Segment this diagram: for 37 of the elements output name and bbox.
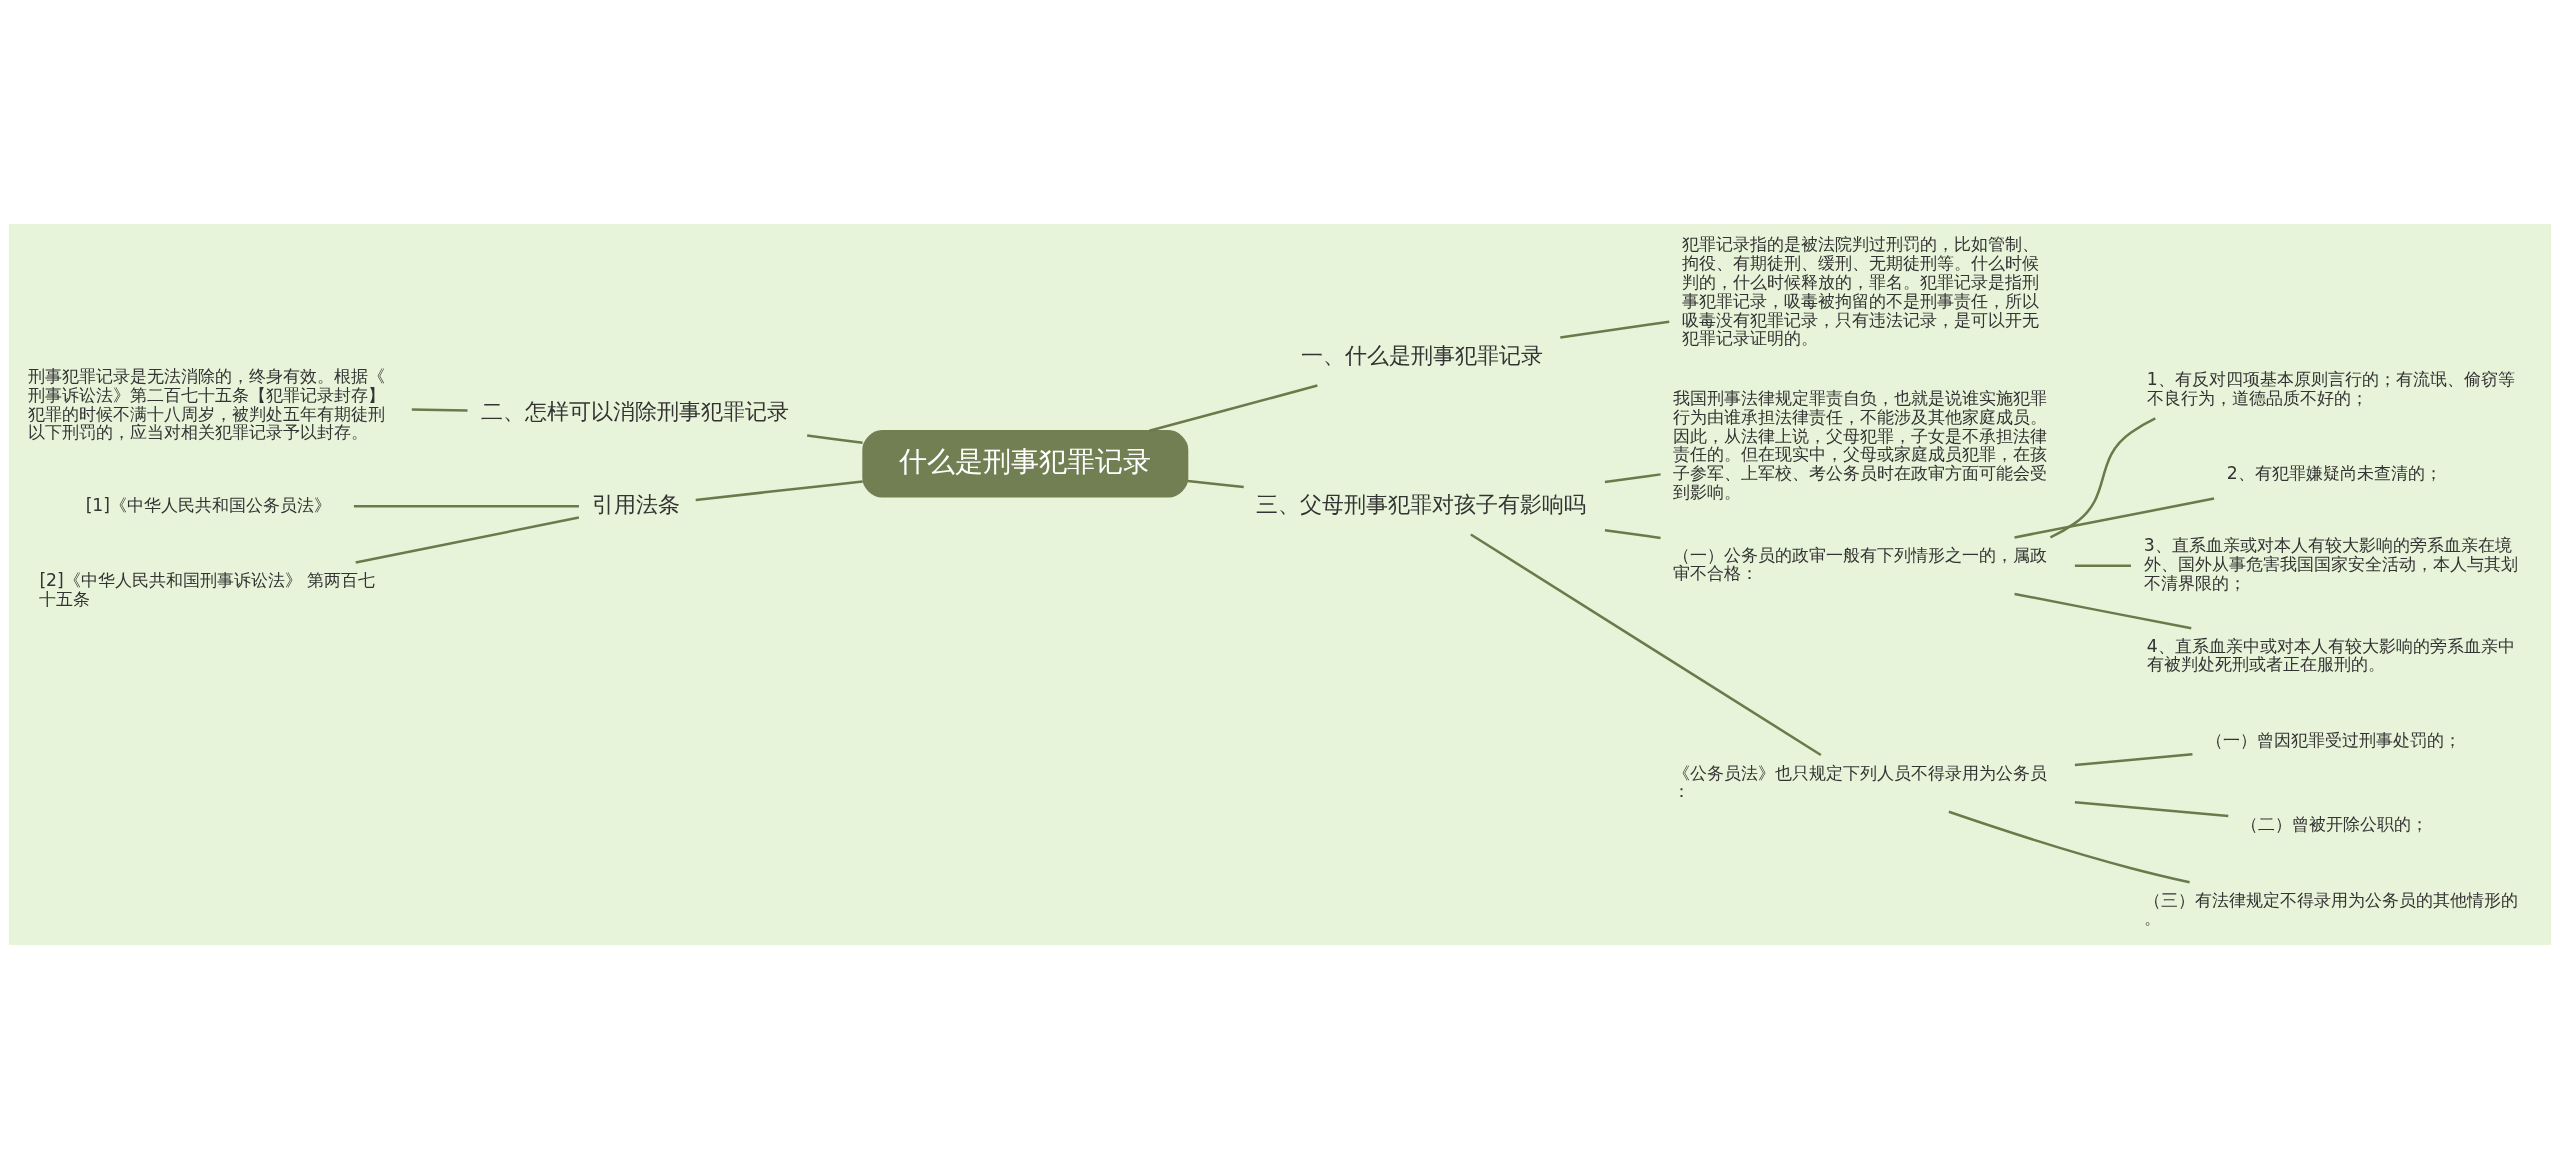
node-text: 刑事犯罪记录是无法消除的，终身有效。根据《刑事诉讼法》第二百七十五条【犯罪记录封存】犯罪的时候不满十八周岁，被判处五年有期徒刑以下刑罚的，应当对相关犯罪记录予以封存。: [27, 365, 385, 443]
connector: [2074, 753, 2193, 767]
node-text: 3、直系血亲或对本人有较大影响的旁系血亲在境外、国外从事危害我国国家安全活动，本人与其划不清界限的；: [2143, 535, 2518, 593]
connector: [1948, 810, 2190, 884]
node-text: 引用法条: [591, 491, 680, 517]
connector: [1470, 533, 1822, 757]
node-text: （一）曾因犯罪受过刑事处罚的；: [2205, 729, 2461, 750]
connector: [411, 408, 468, 412]
node-text: 二、怎样可以消除刑事犯罪记录: [480, 399, 789, 425]
node-text: （三）有法律规定不得录用为公务员的其他情形的。: [2143, 889, 2518, 929]
node-text: 1、有反对四项基本原则言行的；有流氓、偷窃等不良行为，道德品质不好的；: [2146, 369, 2515, 408]
node-text: [1]《中华人民共和国公务员法》: [85, 494, 332, 515]
connector: [2074, 800, 2229, 818]
connector: [1149, 384, 1318, 433]
node-text: 《公务员法》也只规定下列人员不得录用为公务员：: [1673, 762, 2048, 802]
node-text: 犯罪记录指的是被法院判过刑罚的，比如管制、拘役、有期徒刑、缓刑、无期徒刑等。什么时候判的，什么时候释放的，罪名。犯罪记录是指刑事犯罪记录，吸毒被拘留的不是刑事责任，所以吸毒没有犯罪记录，只有违法记录，是可以开无犯罪记录证明的。: [1682, 234, 2040, 349]
node-text: （二）曾被开除公职的；: [2240, 814, 2428, 835]
connector: [2074, 564, 2131, 567]
node-text: [2]《中华人民共和国刑事诉讼法》 第两百七十五条: [39, 569, 376, 609]
node-text: 2、有犯罪嫌疑尚未查清的；: [2226, 463, 2442, 484]
connector: [2049, 417, 2156, 539]
node-text: （一）公务员的政审一般有下列情形之一的，属政审不合格：: [1673, 544, 2048, 584]
node-box: 什么是刑事犯罪记录: [862, 430, 1189, 498]
connector: [355, 516, 580, 564]
connector: [2014, 592, 2192, 630]
connector: [1604, 529, 1661, 540]
connector: [2014, 497, 2215, 539]
node-text: 4、直系血亲中或对本人有较大影响的旁系血亲中有被判处死刑或者正在服刑的。: [2146, 635, 2515, 675]
connector: [1604, 473, 1661, 484]
node-text: 三、父母刑事犯罪对孩子有影响吗: [1256, 491, 1587, 517]
connector: [1187, 479, 1244, 489]
connector: [353, 504, 579, 508]
node-text: 我国刑事法律规定罪责自负，也就是说谁实施犯罪行为由谁承担法律责任，不能涉及其他家庭成员。因此，从法律上说，父母犯罪，子女是不承担法律责任的。但在现实中，父母或家庭成员犯罪，在孩子参军、上军校、考公务员时在政审方面可能会受到影响。: [1673, 387, 2048, 502]
connector: [695, 480, 863, 502]
connector: [807, 434, 863, 445]
node-text: 一、什么是刑事犯罪记录: [1301, 343, 1544, 369]
connector: [1560, 320, 1670, 339]
